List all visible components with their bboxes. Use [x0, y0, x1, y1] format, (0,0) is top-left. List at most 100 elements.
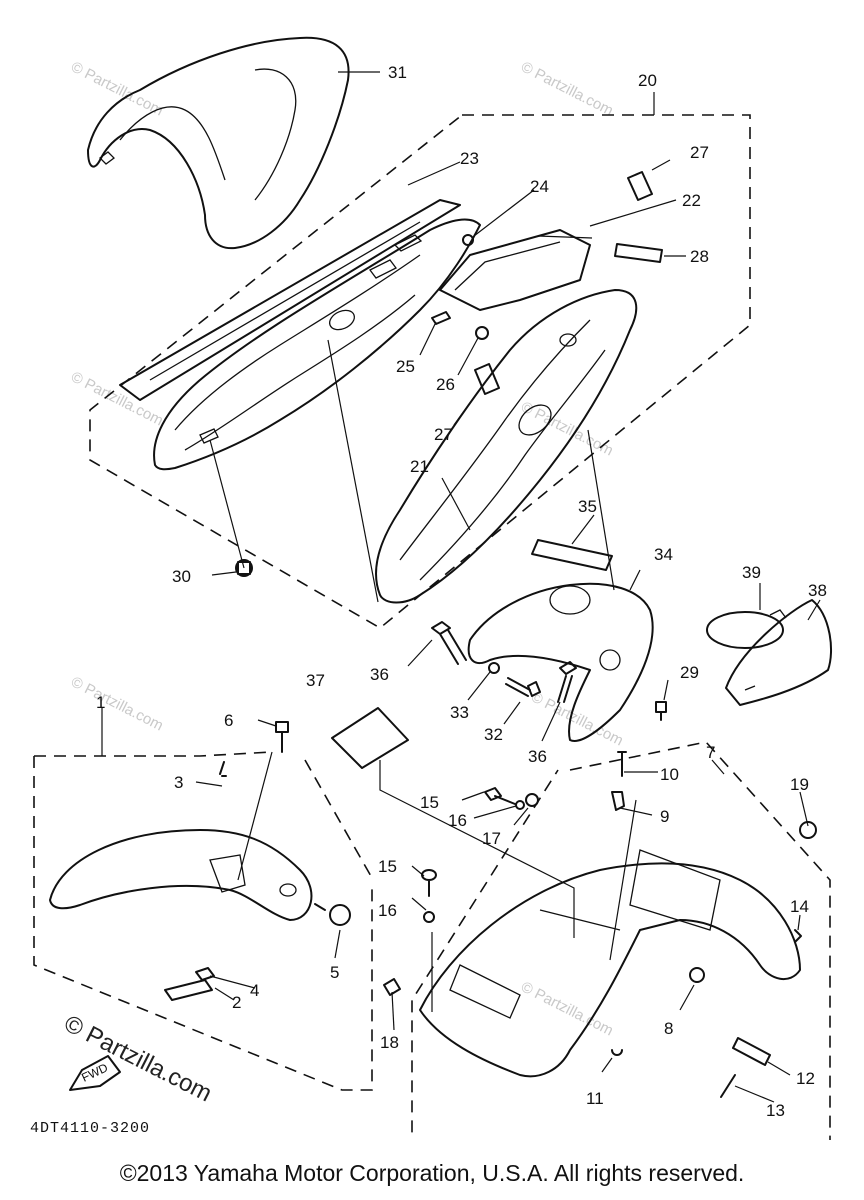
callout-34: 34 [654, 545, 673, 564]
washer-33 [488, 662, 500, 674]
watermark: © Partzilla.com [68, 368, 166, 429]
callout-28: 28 [690, 247, 709, 266]
part-13 [720, 1074, 736, 1098]
callout-14: 14 [790, 897, 809, 916]
part-17 [525, 793, 539, 807]
figure-code: 4DT4110-3200 [30, 1120, 151, 1137]
callout-27: 27 [434, 425, 453, 444]
callout-33: 33 [450, 703, 469, 722]
part-5 [314, 903, 351, 926]
band-39-tab [769, 609, 787, 619]
part-22-strip [537, 235, 593, 239]
part-26 [475, 326, 489, 340]
callouts: 1 2 3 4 5 6 7 8 9 10 11 12 13 14 15 15 1… [96, 63, 827, 1120]
part-16-upper [515, 800, 525, 810]
callout-23: 23 [460, 149, 479, 168]
watermark: © Partzilla.com [68, 673, 166, 734]
part-11 [611, 1049, 623, 1056]
part-25 [431, 311, 451, 325]
callout-11: 11 [586, 1089, 604, 1108]
callout-25: 25 [396, 357, 415, 376]
watermark: © Partzilla.com [68, 58, 166, 119]
part-15-upper [484, 787, 516, 805]
callout-6: 6 [224, 711, 233, 730]
bracket-34 [467, 582, 654, 742]
part-8 [689, 967, 705, 983]
callout-15: 15 [420, 793, 439, 812]
callout-22: 22 [682, 191, 701, 210]
watermark: © Partzilla.com [518, 58, 616, 119]
part-28 [614, 243, 663, 263]
fastener-29 [655, 701, 667, 721]
part-4 [195, 967, 215, 981]
parts-diagram: © Partzilla.com © Partzilla.com © Partzi… [33, 36, 832, 1140]
front-fender-1 [49, 721, 351, 1001]
pad-35 [531, 539, 613, 571]
callout-39: 39 [742, 563, 761, 582]
fasteners-mid [431, 621, 577, 703]
band-39 [706, 611, 784, 649]
part-16-lower [423, 911, 435, 923]
label-37 [331, 707, 409, 769]
callout-7: 7 [706, 743, 715, 762]
part-27-upper [627, 171, 653, 201]
part-24 [462, 234, 474, 246]
leaders [101, 71, 821, 1103]
callout-32: 32 [484, 725, 503, 744]
part-6 [275, 721, 289, 753]
part-3 [219, 761, 227, 777]
callout-16: 16 [378, 901, 397, 920]
side-trim-23 [119, 199, 461, 401]
callout-31: 31 [388, 63, 407, 82]
callout-16: 16 [448, 811, 467, 830]
bolt-32 [505, 677, 541, 697]
callout-27: 27 [690, 143, 709, 162]
bolt-36-left [431, 621, 467, 665]
callout-2: 2 [232, 993, 241, 1012]
callout-35: 35 [578, 497, 597, 516]
small-parts-top [431, 171, 663, 395]
watermark: © Partzilla.com [518, 978, 616, 1039]
part-27-lower [474, 363, 500, 395]
callout-21: 21 [410, 457, 429, 476]
part-10 [617, 751, 627, 777]
callout-18: 18 [380, 1033, 399, 1052]
callout-37: 37 [306, 671, 325, 690]
callout-17: 17 [482, 829, 501, 848]
callout-8: 8 [664, 1019, 673, 1038]
group-boxes [33, 114, 831, 1140]
callout-26: 26 [436, 375, 455, 394]
callout-12: 12 [796, 1069, 815, 1088]
cover-38 [725, 599, 832, 706]
callout-36: 36 [528, 747, 547, 766]
part-18 [383, 978, 401, 996]
part-12 [732, 1037, 771, 1066]
bolt-36-right [557, 661, 577, 703]
part-14 [794, 929, 802, 943]
rear-fender-7 [383, 751, 817, 1098]
left-side-cover [153, 218, 481, 471]
callout-4: 4 [250, 981, 259, 1000]
callout-19: 19 [790, 775, 809, 794]
callout-10: 10 [660, 765, 679, 784]
seat-cowl-31 [87, 36, 350, 250]
callout-15: 15 [378, 857, 397, 876]
tail-piece-22 [439, 229, 591, 311]
copyright-notice: ©2013 Yamaha Motor Corporation, U.S.A. A… [119, 1160, 745, 1186]
callout-3: 3 [174, 773, 183, 792]
callout-13: 13 [766, 1101, 785, 1120]
callout-9: 9 [660, 807, 669, 826]
callout-38: 38 [808, 581, 827, 600]
callout-36: 36 [370, 665, 389, 684]
part-15-lower [421, 869, 437, 897]
part-2 [164, 979, 213, 1001]
right-side-cover-21 [375, 289, 638, 604]
grommet-30 [235, 559, 253, 577]
callout-24: 24 [530, 177, 549, 196]
part-9 [611, 791, 625, 811]
callout-20: 20 [638, 71, 657, 90]
part-19 [799, 821, 817, 839]
callout-5: 5 [330, 963, 339, 982]
callout-1: 1 [96, 693, 105, 712]
callout-30: 30 [172, 567, 191, 586]
